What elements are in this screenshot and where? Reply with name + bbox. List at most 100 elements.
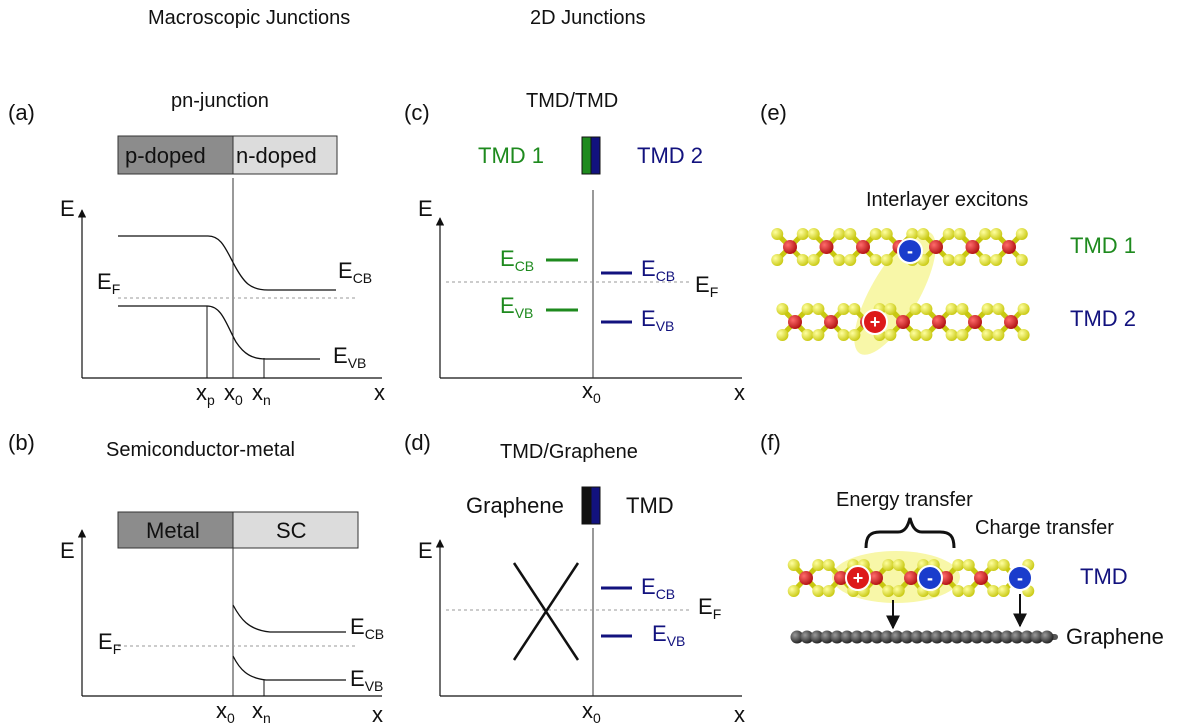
charge-transfer-label: Charge transfer xyxy=(975,517,1114,539)
tmd1-layer-label: TMD 1 xyxy=(1070,233,1136,258)
chalcogen-atom xyxy=(990,254,1003,266)
chalcogen-atom xyxy=(801,329,814,341)
chalcogen-atom xyxy=(812,303,825,315)
chalcogen-atom xyxy=(837,303,850,315)
xn-label: xn xyxy=(252,380,271,408)
x0-label: x0 xyxy=(582,698,601,726)
chalcogen-atom xyxy=(1015,228,1028,240)
metal-bar xyxy=(117,511,234,549)
chalcogen-atom xyxy=(981,329,994,341)
chalcogen-atom xyxy=(796,254,809,266)
carbon-atom xyxy=(980,630,994,644)
chalcogen-atom xyxy=(884,303,897,315)
svg-text:+: + xyxy=(870,312,881,332)
carbon-atom xyxy=(960,630,974,644)
sc-bar xyxy=(232,511,359,549)
chalcogen-atom xyxy=(942,254,955,266)
header-2d: 2D Junctions xyxy=(530,7,646,29)
energy-axis-label: E xyxy=(418,538,433,563)
carbon-atom xyxy=(810,630,824,644)
metal-atom xyxy=(799,571,813,585)
electron-particle: - xyxy=(917,565,943,591)
metal-atom xyxy=(929,240,943,254)
panel-a-label: (a) xyxy=(8,100,35,125)
chalcogen-atom xyxy=(796,228,809,240)
hole-particle: + xyxy=(862,309,888,335)
tmd-evb-label: EVB xyxy=(652,621,685,649)
chalcogen-atom xyxy=(771,254,784,266)
metal-atom xyxy=(1002,240,1016,254)
carbon-atom xyxy=(820,630,834,644)
panel-d: (d) TMD/Graphene Graphene TMD E x ECB EV… xyxy=(404,430,745,726)
chalcogen-atom xyxy=(953,254,966,266)
chalcogen-atom xyxy=(884,329,897,341)
chalcogen-atom xyxy=(833,254,846,266)
p-doped-bar xyxy=(117,135,234,175)
chalcogen-atom xyxy=(992,329,1005,341)
lattice-atoms xyxy=(787,559,1035,597)
electron-particle: - xyxy=(897,238,923,264)
chalcogen-atom xyxy=(987,559,1000,571)
dirac-cone-line xyxy=(512,562,580,661)
svg-text:-: - xyxy=(907,241,913,261)
fermi-label: EF xyxy=(698,594,721,622)
chalcogen-atom xyxy=(917,228,930,240)
energy-transfer-label: Energy transfer xyxy=(836,489,973,511)
p-doped-label: p-doped xyxy=(125,143,206,168)
fermi-label: EF xyxy=(98,629,121,657)
chalcogen-atom xyxy=(953,228,966,240)
chalcogen-atom xyxy=(909,329,922,341)
panel-a: (a) pn-junction p-doped n-doped E x EF E… xyxy=(8,90,385,408)
chalcogen-atom xyxy=(990,228,1003,240)
xp-label: xp xyxy=(196,380,215,408)
chalcogen-atom xyxy=(987,585,1000,597)
metal-atom xyxy=(834,571,848,585)
ecb-label: ECB xyxy=(338,258,372,286)
conduction-band xyxy=(232,604,346,633)
metal-atom xyxy=(783,240,797,254)
chalcogen-atom xyxy=(844,254,857,266)
panel-a-title: pn-junction xyxy=(171,90,269,112)
tmd1-evb-label: EVB xyxy=(500,293,533,321)
tmd-layer-label: TMD xyxy=(1080,564,1128,589)
chalcogen-atom xyxy=(981,303,994,315)
chalcogen-atom xyxy=(920,303,933,315)
carbon-atom xyxy=(830,630,844,644)
chalcogen-atom xyxy=(945,303,958,315)
x-axis-label: x xyxy=(734,702,745,726)
carbon-atom xyxy=(790,630,804,644)
carbon-atom xyxy=(1030,630,1044,644)
chalcogen-atom xyxy=(997,559,1010,571)
chalcogen-atom xyxy=(906,228,919,240)
metal-atom xyxy=(932,315,946,329)
energy-axis-label: E xyxy=(418,196,433,221)
chalcogen-atom xyxy=(771,228,784,240)
carbon-atom xyxy=(1020,630,1034,644)
energy-axis-label: E xyxy=(60,538,75,563)
chalcogen-atom xyxy=(801,303,814,315)
chalcogen-atom xyxy=(962,585,975,597)
sc-label: SC xyxy=(276,518,307,543)
metal-atom xyxy=(1004,315,1018,329)
x-axis-label: x xyxy=(734,380,745,405)
metal-atom xyxy=(968,315,982,329)
metal-atom xyxy=(974,571,988,585)
panel-b: (b) Semiconductor-metal Metal SC E x EF … xyxy=(8,430,384,726)
valence-band xyxy=(232,655,346,681)
graphene-layer-label: Graphene xyxy=(1066,624,1164,649)
chalcogen-atom xyxy=(920,329,933,341)
panel-c: (c) TMD/TMD TMD 1 TMD 2 E x ECB EVB ECB … xyxy=(404,90,745,406)
panel-e: (e) Interlayer excitons - + TMD 1 TMD 2 xyxy=(760,100,1136,355)
panel-c-label: (c) xyxy=(404,100,430,125)
graphene-layer xyxy=(581,486,592,525)
chalcogen-atom xyxy=(848,329,861,341)
x-axis-label: x xyxy=(374,380,385,405)
n-doped-bar xyxy=(232,135,338,175)
tmd2-layer xyxy=(590,136,601,175)
metal-atom xyxy=(856,240,870,254)
chalcogen-atom xyxy=(812,559,825,571)
carbon-atom xyxy=(1000,630,1014,644)
fermi-label: EF xyxy=(695,272,718,300)
chalcogen-atom xyxy=(848,303,861,315)
